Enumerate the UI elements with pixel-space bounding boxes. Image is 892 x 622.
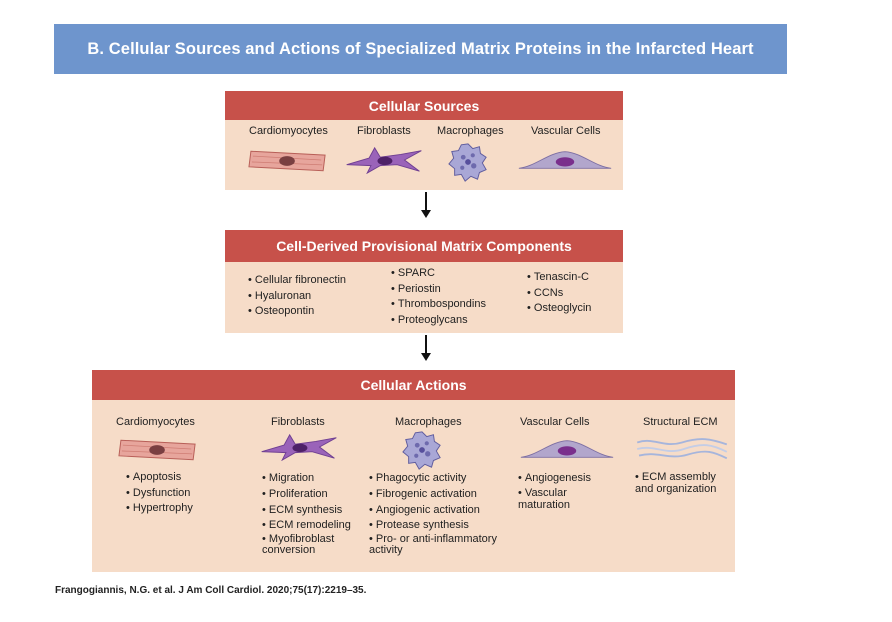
cellular-sources-panel: Cellular Sources Cardiomyocytes Fibrobla… <box>225 91 623 190</box>
fibroblast-actions-list: Migration Proliferation ECM synthesis EC… <box>262 471 362 556</box>
vascular-actions-list: Angiogenesis Vascular maturation <box>518 471 598 511</box>
action-label-cardiomyocytes: Cardiomyocytes <box>116 416 195 428</box>
source-label-vascular-cells: Vascular Cells <box>531 125 601 137</box>
matrix-components-panel: Cell-Derived Provisional Matrix Componen… <box>225 230 623 333</box>
list-item: Fibrogenic activation <box>369 487 519 503</box>
action-label-structural-ecm: Structural ECM <box>643 416 718 428</box>
list-item: Proteoglycans <box>391 313 486 329</box>
list-item: Hypertrophy <box>126 501 193 517</box>
ecm-actions-list: ECM assembly and organization <box>635 471 733 495</box>
list-item: Protease synthesis <box>369 518 519 534</box>
cardiomyocyte-actions-list: Apoptosis Dysfunction Hypertrophy <box>126 470 193 517</box>
macrophage-icon <box>401 429 443 471</box>
fibroblast-icon <box>259 433 339 461</box>
header-banner: B. Cellular Sources and Actions of Speci… <box>54 24 787 74</box>
source-label-fibroblasts: Fibroblasts <box>357 125 411 137</box>
cardiomyocyte-icon <box>117 437 199 461</box>
cellular-sources-title: Cellular Sources <box>368 97 480 114</box>
list-item: Apoptosis <box>126 470 193 486</box>
list-item: SPARC <box>391 266 486 282</box>
macrophage-icon <box>447 141 489 183</box>
action-label-fibroblasts: Fibroblasts <box>271 416 325 428</box>
cellular-actions-panel: Cellular Actions Cardiomyocytes Fibrobla… <box>92 370 735 572</box>
components-list-2: SPARC Periostin Thrombospondins Proteogl… <box>391 266 486 328</box>
matrix-components-title: Cell-Derived Provisional Matrix Componen… <box>276 238 572 254</box>
matrix-components-header: Cell-Derived Provisional Matrix Componen… <box>225 230 623 262</box>
list-item: Dysfunction <box>126 486 193 502</box>
list-item: Tenascin-C <box>527 270 591 286</box>
source-label-cardiomyocytes: Cardiomyocytes <box>249 125 328 137</box>
list-item: ECM assembly and organization <box>635 471 733 495</box>
components-list-3: Tenascin-C CCNs Osteoglycin <box>527 270 591 317</box>
list-item: Osteopontin <box>248 304 346 320</box>
components-list-1: Cellular fibronectin Hyaluronan Osteopon… <box>248 273 346 320</box>
list-item: Pro- or anti-inflammatory activity <box>369 534 519 556</box>
header-title: B. Cellular Sources and Actions of Speci… <box>87 39 754 58</box>
action-label-macrophages: Macrophages <box>395 416 462 428</box>
down-arrow-icon <box>421 335 431 361</box>
vascular-cell-icon <box>516 437 618 461</box>
down-arrow-icon <box>421 192 431 218</box>
structural-ecm-icon <box>633 435 731 463</box>
source-label-macrophages: Macrophages <box>437 125 504 137</box>
list-item: CCNs <box>527 286 591 302</box>
cardiomyocyte-icon <box>247 148 329 172</box>
cellular-sources-header: Cellular Sources <box>225 91 623 120</box>
list-item: Osteoglycin <box>527 301 591 317</box>
list-item: Hyaluronan <box>248 289 346 305</box>
list-item: Myofibroblast conversion <box>262 534 362 556</box>
list-item: Cellular fibronectin <box>248 273 346 289</box>
list-item: Thrombospondins <box>391 297 486 313</box>
fibroblast-icon <box>344 146 424 174</box>
list-item: Proliferation <box>262 487 362 503</box>
list-item: ECM remodeling <box>262 518 362 534</box>
cellular-actions-title: Cellular Actions <box>360 377 467 393</box>
list-item: Vascular maturation <box>518 487 598 511</box>
list-item: Phagocytic activity <box>369 471 519 487</box>
action-label-vascular-cells: Vascular Cells <box>520 416 590 428</box>
list-item: Angiogenesis <box>518 471 598 487</box>
vascular-cell-icon <box>514 148 616 172</box>
macrophage-actions-list: Phagocytic activity Fibrogenic activatio… <box>369 471 519 556</box>
list-item: Periostin <box>391 282 486 298</box>
citation: Frangogiannis, N.G. et al. J Am Coll Car… <box>55 585 367 596</box>
cellular-actions-header: Cellular Actions <box>92 370 735 400</box>
list-item: Migration <box>262 471 362 487</box>
list-item: ECM synthesis <box>262 503 362 519</box>
list-item: Angiogenic activation <box>369 503 519 519</box>
